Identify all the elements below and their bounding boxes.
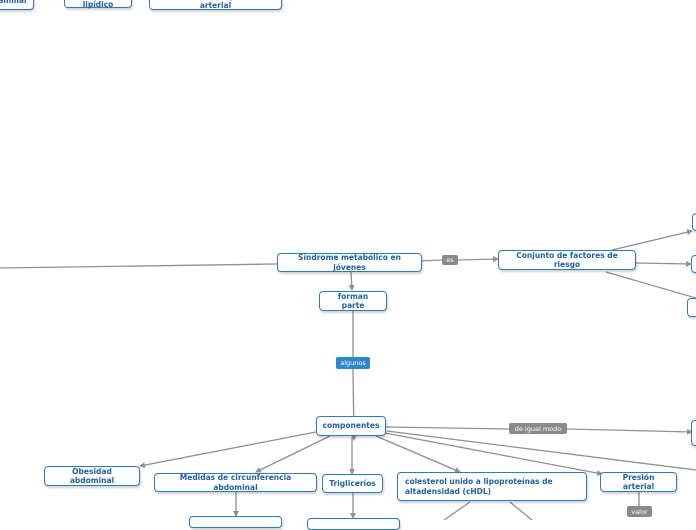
edge-conjunto-3 [605,271,696,299]
node-obesidad-abdominal[interactable]: Obesidad abdominal [44,466,140,486]
edge-es-conjunto [457,256,499,263]
edge-comp-obesidad [139,431,317,468]
node-trigliceridos[interactable]: Trigliceríos [322,474,383,493]
edge-conjunto-1 [611,229,693,251]
node-sindrome-metabolico[interactable]: Síndrome metabólico en jóvenes [277,253,422,272]
edge-label-valor: valor [627,506,652,517]
node-medidas-presion[interactable]: Medidas de la presión arterial [149,0,282,10]
edge-comp-colesterol [375,435,461,473]
edge-label-de-igual-modo: de igual modo [509,423,567,434]
edge-col-down-right [509,501,533,520]
node-forman-parte[interactable]: forman parte [319,291,387,311]
node-familiar[interactable]: amiliar [0,0,34,10]
node-bottom-circunferencia-child[interactable] [189,516,282,528]
edge-left-to-sindrome [0,263,278,269]
edge-comp-igual [385,426,510,430]
node-circunferencia-abdominal[interactable]: Medidas de circunferencia abdominal [154,473,317,492]
node-right-1[interactable] [692,213,696,231]
edge-label-es: es [442,255,458,265]
edge-conjunto-2 [635,260,692,267]
edge-comp-presion [384,432,603,477]
edge-igual-right [566,428,693,435]
edge-comp-circunferencia [255,435,331,473]
edge-sindrome-es [420,259,443,262]
edge-comp-right [386,430,696,471]
node-right-2[interactable] [691,255,696,273]
edge-label-algunos: algunos [336,357,370,369]
node-right-4[interactable] [691,420,696,446]
node-colesterol-chdl[interactable]: colesterol unido a lipoproteínas de alta… [397,472,587,501]
edge-sindrome-forman [348,271,355,291]
edge-col-down-left [443,501,471,520]
node-conjunto-factores[interactable]: Conjunto de factores de riesgo [498,250,636,270]
node-componentes[interactable]: componentes [316,416,386,436]
node-perfil-lipidico[interactable]: Perfil lipídico [64,0,132,9]
node-presion-arterial[interactable]: Presión arterial [600,472,677,492]
node-right-3[interactable] [687,298,696,317]
